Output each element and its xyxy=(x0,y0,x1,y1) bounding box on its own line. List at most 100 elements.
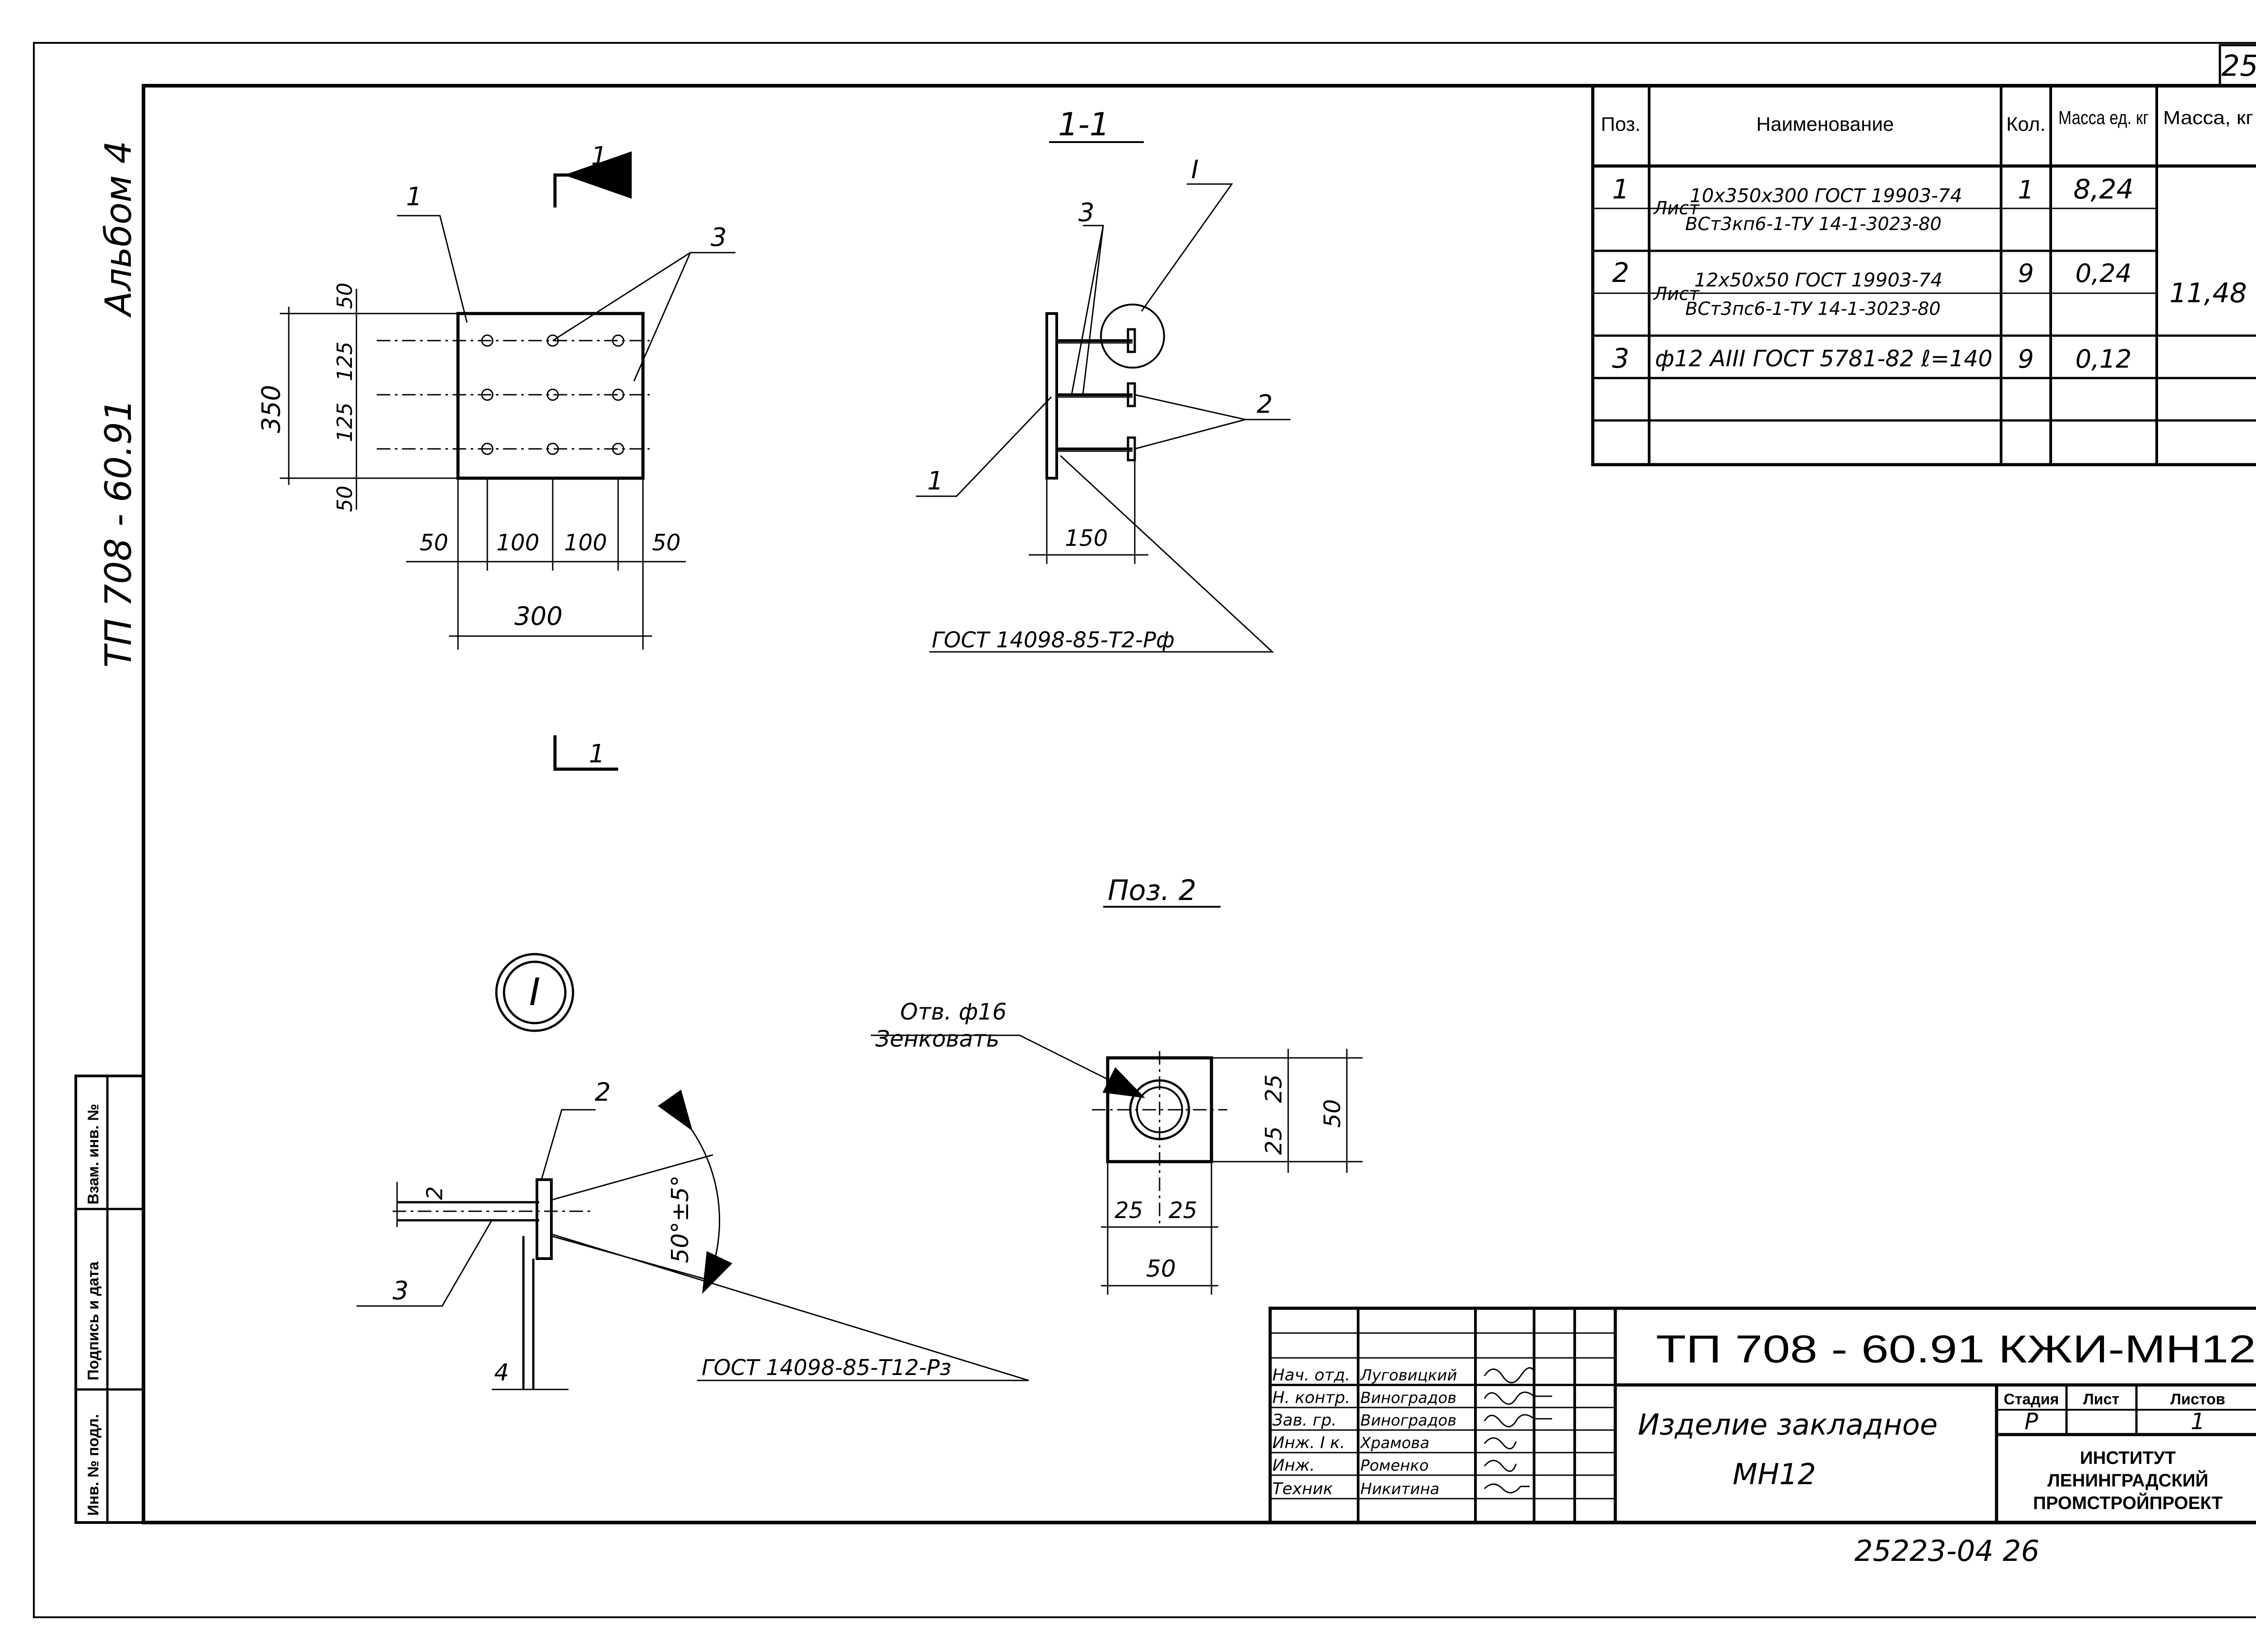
stud-points xyxy=(481,334,624,455)
plan-dim-v50b: 50 xyxy=(333,485,357,512)
plate-outline xyxy=(456,312,645,480)
page-number-box: 25 xyxy=(2219,44,2256,87)
spec-header-qty: Кол. xyxy=(2006,113,2045,135)
institute-line1: ИНСТИТУТ xyxy=(2080,1448,2176,1468)
stage-value: Р xyxy=(2025,1408,2039,1435)
sheet-header: Лист xyxy=(2083,1391,2119,1408)
plan-dim-h50a: 50 xyxy=(420,530,448,556)
staff-name-1: Луговицкий xyxy=(1359,1366,1457,1384)
pos2-view xyxy=(871,906,1363,1295)
staff-name-4: Храмова xyxy=(1359,1434,1429,1452)
spec-table xyxy=(1591,84,2256,466)
section-callout-3: 3 xyxy=(1078,198,1095,227)
institute-line2: ЛЕНИНГРАДСКИЙ xyxy=(2048,1470,2209,1490)
staff-role-5: Инж. xyxy=(1272,1456,1315,1475)
staff-name-2: Виноградов xyxy=(1360,1389,1456,1407)
side-stamp: Взам. инв. № Подпись и дата Инв. № подл. xyxy=(74,1075,145,1524)
plan-dim-350: 350 xyxy=(257,385,286,433)
detail-angle: 50°±5° xyxy=(667,1175,694,1263)
spec-row1-prefix: Лист xyxy=(1653,198,1700,219)
spec-header-pos: Поз. xyxy=(1601,113,1641,135)
product-name-line2: МН12 xyxy=(1733,1458,1816,1491)
spec-row2-bottom: ВСт3пс6-1-ТУ 14-1-3023-80 xyxy=(1685,299,1941,319)
spec-row3-top: ф12 АIII ГОСТ 5781-82 ℓ=140 xyxy=(1655,346,1992,372)
detail-callout-2: 2 xyxy=(595,1078,611,1107)
stage-header: Стадия xyxy=(2004,1391,2059,1408)
spec-row1-qty: 1 xyxy=(2018,175,2034,205)
pos2-dim-h25a: 25 xyxy=(1114,1197,1143,1223)
detail-marker-inner xyxy=(503,960,567,1024)
plan-callout-1: 1 xyxy=(406,182,422,212)
detail-circle xyxy=(1100,304,1165,369)
pos2-hole-note: Отв. ф16 xyxy=(900,999,1007,1025)
spec-row3-unit-mass: 0,12 xyxy=(2076,345,2132,374)
plan-dim-h100a: 100 xyxy=(496,530,539,556)
section-view-text: 1-1 I 3 2 1 150 ГОСТ 14098-85-Т2-Рф xyxy=(927,106,1273,653)
spec-row1-bottom: ВСт3кп6-1-ТУ 14-1-3023-80 xyxy=(1685,214,1942,235)
sheets-header: Листов xyxy=(2170,1391,2225,1408)
pos2-title: Поз. 2 xyxy=(1108,874,1196,907)
spec-row3-pos: 3 xyxy=(1612,343,1629,374)
doc-code: ТП 708 - 60.91 КЖИ-МН12 xyxy=(1656,1328,2256,1371)
page-number: 25 xyxy=(2221,50,2256,83)
institute-line3: ПРОМСТРОЙПРОЕКТ xyxy=(2033,1492,2223,1513)
plan-dim-h100b: 100 xyxy=(564,530,607,556)
section-cut-top xyxy=(553,173,618,208)
spec-table-text: Поз. Наименование Кол. Масса ед. кг Масс… xyxy=(1601,107,2253,374)
spec-header-mass: Масса, кг xyxy=(2163,107,2253,128)
plan-section-mark-bottom: 1 xyxy=(589,739,605,769)
stamp-label-inventory: Инв. № подл. xyxy=(85,1414,102,1516)
spec-row2-prefix: Лист xyxy=(1653,284,1700,305)
staff-role-2: Н. контр. xyxy=(1272,1389,1350,1407)
pos2-dim-h25b: 25 xyxy=(1169,1197,1197,1223)
spec-row2-unit-mass: 0,24 xyxy=(2076,259,2132,288)
staff-name-5: Роменко xyxy=(1360,1457,1428,1475)
staff-name-6: Никитина xyxy=(1360,1480,1439,1498)
project-side-label: ТП 708 - 60.91 xyxy=(97,399,139,668)
staff-role-4: Инж. I к. xyxy=(1272,1434,1345,1452)
section-plate xyxy=(1045,312,1058,480)
spec-total-mass: 11,48 xyxy=(2169,277,2247,309)
sheets-value: 1 xyxy=(2191,1408,2205,1435)
outer-border xyxy=(33,42,2256,1618)
spec-row1-pos: 1 xyxy=(1612,174,1629,205)
plan-view xyxy=(280,151,735,771)
section-cut-bottom xyxy=(553,735,618,771)
staff-role-1: Нач. отд. xyxy=(1272,1366,1350,1384)
signatures xyxy=(1484,1367,1552,1494)
staff-role-6: Техник xyxy=(1272,1480,1333,1498)
detail-marker-label: I xyxy=(529,970,541,1014)
section-title: 1-1 xyxy=(1058,106,1110,143)
stamp-label-replacement: Взам. инв. № xyxy=(85,1104,102,1204)
product-name-line1: Изделие закладное xyxy=(1638,1408,1937,1442)
section-callout-2: 2 xyxy=(1257,390,1273,419)
archive-number: 25223-04 26 xyxy=(1854,1535,2039,1568)
spec-header-unit-mass: Масса ед. кг xyxy=(2058,107,2149,128)
section-callout-I: I xyxy=(1191,155,1199,185)
plan-dim-v125a: 125 xyxy=(333,341,357,381)
plan-dim-v125b: 125 xyxy=(333,402,357,442)
spec-row3-qty: 9 xyxy=(2018,345,2034,374)
inner-frame xyxy=(142,84,2256,1524)
plan-dim-v50a: 50 xyxy=(333,282,357,309)
detail-dim-2: 2 xyxy=(422,1186,448,1200)
plan-dim-h50b: 50 xyxy=(652,530,681,556)
spec-row1-unit-mass: 8,24 xyxy=(2073,174,2134,205)
staff-name-3: Виноградов xyxy=(1360,1412,1456,1430)
plan-view-text: 1 1 1 3 350 50 125 125 50 50 100 100 50 … xyxy=(257,142,727,769)
pos2-hole-countersink: Зенковать xyxy=(875,1026,999,1052)
pos2-dim-v25a: 25 xyxy=(1261,1074,1287,1103)
spec-row2-qty: 9 xyxy=(2018,259,2034,288)
pos2-view-text: Поз. 2 Отв. ф16 Зенковать 25 25 50 25 25… xyxy=(875,874,1345,1283)
pos2-dim-h50: 50 xyxy=(1146,1255,1176,1283)
plan-dim-300: 300 xyxy=(514,602,563,631)
section-view xyxy=(916,141,1290,653)
staff-role-3: Зав. гр. xyxy=(1272,1411,1336,1430)
section-dim-150: 150 xyxy=(1065,525,1108,551)
detail-weld-note: ГОСТ 14098-85-Т12-Рз xyxy=(702,1355,951,1380)
spec-row1-top: 10х350х300 ГОСТ 19903-74 xyxy=(1690,185,1962,207)
detail-view-text: I 2 3 2 4 50°±5° ГОСТ 14098-85-Т12-Рз xyxy=(393,970,951,1386)
detail-marker-outer xyxy=(495,953,574,1032)
detail-dim-4: 4 xyxy=(494,1359,509,1386)
